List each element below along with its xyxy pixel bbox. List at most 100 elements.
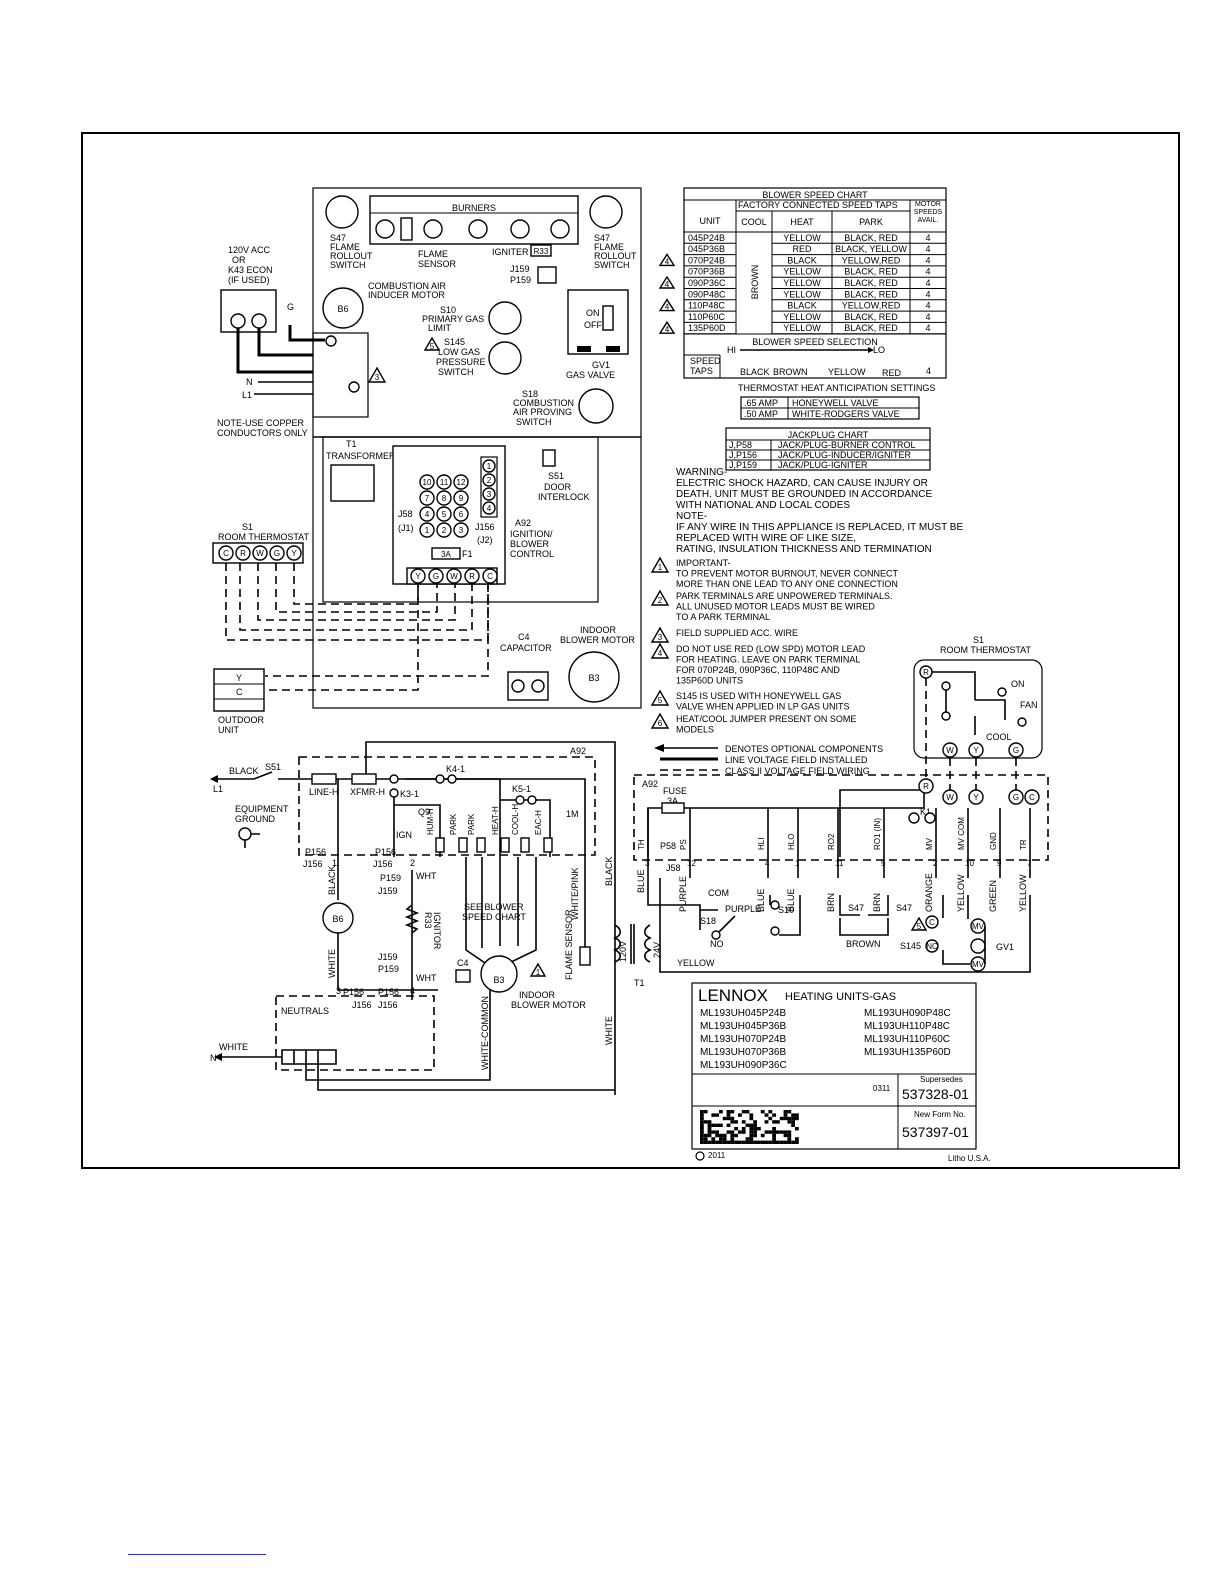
b3-label: B3: [588, 673, 599, 683]
legend-line-voltage: LINE VOLTAGE FIELD INSTALLED: [725, 755, 868, 765]
note-1: IF ANY WIRE IN THIS APPLIANCE IS REPLACE…: [676, 522, 963, 533]
s18-2: COMBUSTION: [513, 398, 574, 408]
acc-outlet: [220, 289, 277, 333]
plug-pin: [436, 506, 452, 522]
note-line: FOR 070P24B, 090P36C, 110P48C AND: [676, 665, 840, 675]
fuse-3a: 3A: [441, 550, 451, 559]
white-pink: WHITE/PINK: [570, 867, 580, 920]
right-a92: A92: [642, 779, 658, 789]
transformer-label: TRANSFORMER: [326, 451, 396, 461]
ladder-left: A92 BLACK S51 L1 EQUIPMENT GROUND LINE-H…: [210, 741, 662, 1095]
blower-label-2: BLOWER MOTOR: [560, 635, 635, 645]
plug-pin-label: 7: [425, 494, 430, 503]
p159-label: P159: [510, 275, 531, 285]
model-right: ML193UH110P48C: [864, 1021, 950, 1032]
control-terminal-label: Y: [415, 572, 421, 581]
ladder-blower-2: BLOWER MOTOR: [511, 1000, 586, 1010]
a92-4: CONTROL: [510, 549, 554, 559]
acc-1: 120V ACC: [228, 245, 271, 255]
plug-pin-label: 12: [457, 478, 466, 487]
jack-code-2: J,P156: [729, 450, 757, 460]
rollout-right-4: SWITCH: [594, 260, 630, 270]
plug-pin: [419, 490, 435, 506]
right-terminal-label: GND: [989, 832, 998, 850]
flame-sensor-2: SENSOR: [418, 259, 457, 269]
right-pin-label: 3: [645, 859, 650, 868]
s10-1: S10: [440, 305, 456, 315]
plug-pin: [436, 490, 452, 506]
brown-label: BROWN: [846, 939, 881, 949]
ign-label: IGN: [396, 830, 412, 840]
legend-class2: CLASS II VOLTAGE FIELD WIRING: [725, 766, 870, 776]
s10-right: S10: [778, 905, 794, 915]
flame-sensor-ladder: FLAME SENSOR: [564, 909, 574, 980]
diagram-frame: [81, 132, 1180, 1169]
see-blower-2: SPEED CHART: [462, 912, 526, 922]
thermostat-terminal-label: Y: [291, 549, 297, 558]
right-pin-label: 5: [881, 859, 886, 868]
black-wire: BLACK: [327, 865, 337, 895]
note-line: ALL UNUSED MOTOR LEADS MUST BE WIRED: [676, 602, 875, 612]
a92-2: IGNITION/: [510, 529, 553, 539]
legend-optional: DENOTES OPTIONAL COMPONENTS: [725, 744, 883, 754]
ladder-relay-box: [458, 837, 468, 853]
unit-cabinet: [312, 187, 642, 709]
j58-sub: (J1): [398, 523, 414, 533]
j156-a: J156: [303, 859, 323, 869]
field-terminal-label: C: [1029, 793, 1035, 802]
right-pin-label: 2: [933, 859, 938, 868]
field-terminal: [1024, 789, 1040, 805]
thermostat-s1: S1: [242, 522, 253, 532]
note-number: 2: [658, 596, 663, 605]
pin-4: 4: [410, 986, 415, 996]
xfmr-h: XFMR-H: [350, 787, 385, 797]
jackplug-title: JACKPLUG CHART: [788, 430, 869, 440]
field-terminal-label: G: [1013, 793, 1019, 802]
speed-row-heat: BLACK: [787, 301, 817, 311]
c4-label: C4: [518, 632, 530, 642]
ladder-relay-label: HEAT-H: [491, 806, 500, 835]
note-3: RATING, INSULATION THICKNESS AND TERMINA…: [676, 544, 932, 555]
outdoor-label-1: OUTDOOR: [218, 715, 264, 725]
speed-row-unit: 135P60D: [688, 323, 726, 333]
t1-ladder: T1: [634, 978, 645, 988]
j156-pin-label: 3: [487, 490, 492, 499]
ground-icon: [238, 827, 252, 841]
note-triangle-icon: [650, 626, 670, 643]
model-right: ML193UH110P60C: [864, 1034, 950, 1045]
right-terminal-label: TH: [637, 839, 646, 850]
j159-b: J159: [378, 952, 398, 962]
factory-header: FACTORY CONNECTED SPEED TAPS: [738, 200, 898, 210]
cool-brown: BROWN: [750, 265, 760, 300]
b6-label: B6: [337, 304, 348, 314]
speed-lo: LO: [873, 345, 885, 355]
right-terminal-label: PS: [679, 839, 688, 850]
control-terminal: [482, 568, 498, 584]
gv-on-label: ON: [586, 308, 600, 318]
header-heat: HEAT: [790, 217, 814, 227]
plug-pin-label: 1: [425, 526, 430, 535]
j159-a: J159: [378, 886, 398, 896]
plug-pin: [436, 474, 452, 490]
speed-row-heat: BLACK: [787, 255, 817, 265]
product-title: HEATING UNITS-GAS: [785, 991, 896, 1003]
pin-1: 1: [332, 858, 337, 868]
right-wire-label: BLUE: [786, 888, 796, 912]
f1-label: F1: [462, 549, 473, 559]
j156-pin: [482, 501, 496, 515]
ladder-c4: C4: [457, 958, 469, 968]
rollout-right-2: FLAME: [594, 242, 624, 252]
stat-fan: FAN: [1020, 700, 1038, 710]
right-pin-label: 10: [965, 859, 974, 868]
a92-3: BLOWER: [510, 539, 550, 549]
gv1-right: GV1: [996, 942, 1014, 952]
note-line: IMPORTANT-: [676, 558, 731, 568]
thermostat-terminal-label: C: [223, 549, 229, 558]
gv1-label: GV1: [592, 360, 610, 370]
copper-note-2: CONDUCTORS ONLY: [217, 428, 308, 438]
s47b-right: S47: [896, 903, 912, 913]
ladder-relay-box: [476, 837, 486, 853]
control-terminal: [410, 568, 426, 584]
see-blower-1: SEE BLOWER: [464, 902, 524, 912]
